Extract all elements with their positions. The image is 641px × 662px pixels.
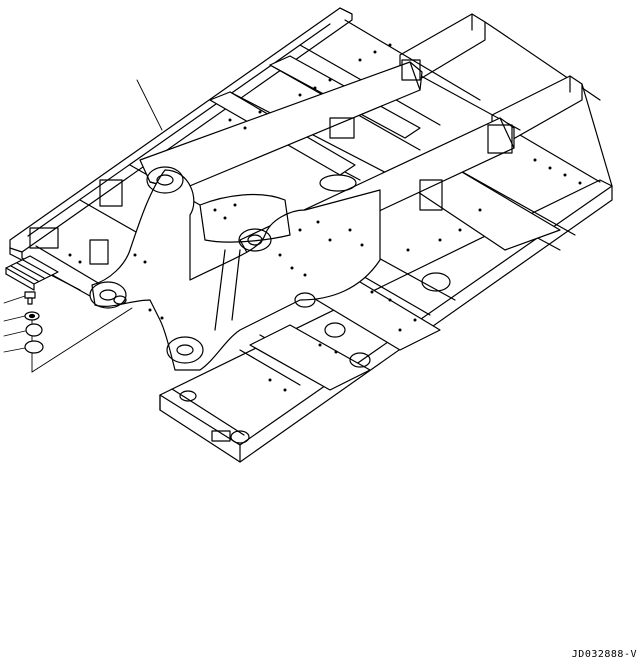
leader-line-parts (32, 308, 132, 372)
leader-line-frame (137, 80, 162, 130)
drawing-code: JD032888-V (571, 649, 637, 660)
bolt-icon (4, 292, 35, 304)
center-body (90, 167, 380, 370)
plate-icon (4, 324, 42, 336)
fastener-dots (68, 43, 582, 392)
washer-icon (4, 312, 39, 321)
plate-icon (4, 341, 43, 353)
brackets (30, 60, 512, 367)
cross-members (210, 56, 560, 390)
step (6, 256, 58, 290)
hardware-stack (4, 292, 43, 353)
